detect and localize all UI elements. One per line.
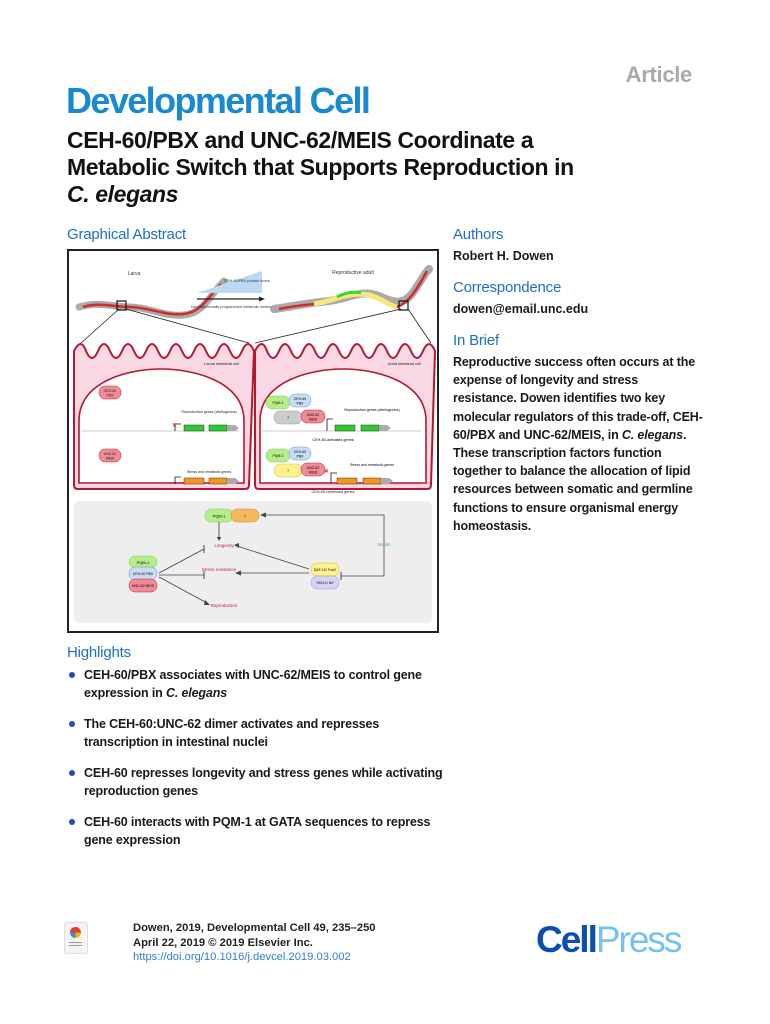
svg-text:UNC-62: UNC-62 bbox=[307, 413, 320, 417]
svg-text:PQM-1: PQM-1 bbox=[272, 401, 283, 405]
larval-cell-label: Larval intestinal cell bbox=[204, 361, 239, 366]
stress-genes-label-adult: Stress and metabolic genes bbox=[350, 463, 395, 467]
svg-text:PQM-1: PQM-1 bbox=[272, 454, 283, 458]
larva-zoom-box bbox=[116, 300, 127, 311]
date-copyright: April 22, 2019 © 2019 Elsevier Inc. bbox=[133, 936, 313, 949]
repro-genes-label-adult: Reproduction genes (vitellogenins) bbox=[344, 408, 399, 412]
svg-text:CEH-60: CEH-60 bbox=[294, 397, 307, 401]
svg-text:✕: ✕ bbox=[324, 468, 329, 475]
title-line-3: C. elegans bbox=[67, 181, 179, 207]
title-line-1: CEH-60/PBX and UNC-62/MEIS Coordinate a bbox=[67, 127, 534, 153]
larva-label: Larva bbox=[128, 271, 141, 277]
longevity-label: Longevity bbox=[214, 543, 234, 548]
correspondence-email[interactable]: dowen@email.unc.edu bbox=[453, 302, 589, 316]
highlight-item: CEH-60/PBX associates with UNC-62/MEIS t… bbox=[67, 666, 447, 702]
gradient-triangle bbox=[197, 271, 262, 293]
graphical-abstract-heading: Graphical Abstract bbox=[67, 226, 186, 243]
graphical-abstract-figure: Larva CEH-60/PBX protein levels Developm… bbox=[73, 265, 437, 623]
svg-text:UNC-62 MEIS: UNC-62 MEIS bbox=[132, 584, 155, 588]
svg-text:CEH-60: CEH-60 bbox=[104, 389, 117, 393]
journal-name: Developmental Cell bbox=[66, 80, 371, 121]
svg-text:CEH-60: CEH-60 bbox=[294, 450, 307, 454]
svg-text:DAF-16/ FoxO: DAF-16/ FoxO bbox=[314, 568, 337, 572]
svg-text:CEH-60 PBX: CEH-60 PBX bbox=[133, 572, 154, 576]
stress-genes-label-larva: Stress and metabolic genes bbox=[187, 470, 232, 474]
bullet-icon bbox=[69, 672, 75, 678]
insulin-label: Insulin bbox=[377, 542, 391, 547]
publisher-logo: CellPress bbox=[536, 919, 682, 960]
article-title: CEH-60/PBX and UNC-62/MEIS Coordinate a … bbox=[67, 127, 707, 208]
svg-text:?: ? bbox=[244, 514, 247, 519]
svg-text:✕: ✕ bbox=[172, 422, 177, 429]
repressed-genes-label: CEH-60-repressed genes bbox=[311, 490, 354, 494]
in-brief-text: Reproductive success often occurs at the… bbox=[453, 355, 703, 533]
adult-cell-label: Adult intestinal cell bbox=[388, 361, 421, 366]
adult-intestinal-cell: PQM-1 CEH-60 PBX ? UNC-62 MEIS Reproduct… bbox=[254, 343, 437, 494]
svg-text:MEIS: MEIS bbox=[309, 418, 318, 422]
svg-text:UNC-62: UNC-62 bbox=[104, 452, 117, 456]
activated-genes-label: CEH-60-activated genes bbox=[312, 438, 353, 442]
larva-worm bbox=[75, 277, 228, 319]
graphical-abstract: Larva CEH-60/PBX protein levels Developm… bbox=[67, 249, 439, 633]
check-for-updates-badge[interactable] bbox=[64, 922, 88, 954]
svg-text:PBX: PBX bbox=[296, 455, 304, 459]
highlight-item: CEH-60 interacts with PQM-1 at GATA sequ… bbox=[67, 813, 447, 849]
bullet-icon bbox=[69, 770, 75, 776]
article-type-label: Article bbox=[625, 62, 693, 87]
highlights-heading: Highlights bbox=[67, 644, 131, 661]
svg-text:MEIS: MEIS bbox=[309, 471, 318, 475]
svg-text:SKN-1/ Nrf: SKN-1/ Nrf bbox=[317, 581, 334, 585]
stress-resistance-label: Stress resistance bbox=[202, 567, 237, 572]
switch-label: Developmentally programmed metabolic swi… bbox=[191, 305, 271, 309]
highlight-item: The CEH-60:UNC-62 dimer activates and re… bbox=[67, 715, 447, 751]
citation: Dowen, 2019, Developmental Cell 49, 235–… bbox=[133, 922, 376, 934]
reproduction-label: Reproduction bbox=[211, 603, 238, 608]
check-updates-icon bbox=[70, 927, 81, 938]
adult-zoom-box bbox=[398, 300, 409, 311]
svg-text:PQM-1: PQM-1 bbox=[213, 514, 226, 519]
adult-label: Reproductive adult bbox=[332, 270, 374, 276]
svg-text:PQM-1: PQM-1 bbox=[137, 560, 150, 565]
gradient-label: CEH-60/PBX protein levels bbox=[224, 279, 270, 283]
adult-worm bbox=[270, 265, 433, 313]
repro-genes-label-larva: Reproduction genes (vitellogenins) bbox=[181, 410, 236, 414]
authors-heading: Authors bbox=[453, 226, 504, 243]
larval-intestinal-cell: CEH-60 PBX UNC-62 MEIS Reproduction gene… bbox=[73, 343, 256, 490]
pathway-diagram: PQM-1 ? Longevity Stress resistance Repr… bbox=[74, 501, 432, 623]
svg-text:MEIS: MEIS bbox=[106, 457, 115, 461]
citation-footer: Dowen, 2019, Developmental Cell 49, 235–… bbox=[133, 921, 376, 965]
title-line-2: Metabolic Switch that Supports Reproduct… bbox=[67, 154, 574, 180]
bullet-icon bbox=[69, 721, 75, 727]
author-names[interactable]: Robert H. Dowen bbox=[453, 249, 554, 263]
highlights-list: CEH-60/PBX associates with UNC-62/MEIS t… bbox=[67, 666, 447, 862]
svg-text:UNC-62: UNC-62 bbox=[307, 466, 320, 470]
svg-text:PBX: PBX bbox=[106, 394, 114, 398]
bullet-icon bbox=[69, 819, 75, 825]
svg-text:?: ? bbox=[287, 468, 290, 473]
svg-text:?: ? bbox=[287, 415, 290, 420]
in-brief-heading: In Brief bbox=[453, 332, 499, 349]
correspondence-heading: Correspondence bbox=[453, 279, 562, 296]
highlight-item: CEH-60 represses longevity and stress ge… bbox=[67, 764, 447, 800]
svg-text:PBX: PBX bbox=[296, 402, 304, 406]
doi-link[interactable]: https://doi.org/10.1016/j.devcel.2019.03… bbox=[133, 951, 351, 963]
sidebar-info: Authors Robert H. Dowen Correspondence d… bbox=[453, 226, 703, 535]
